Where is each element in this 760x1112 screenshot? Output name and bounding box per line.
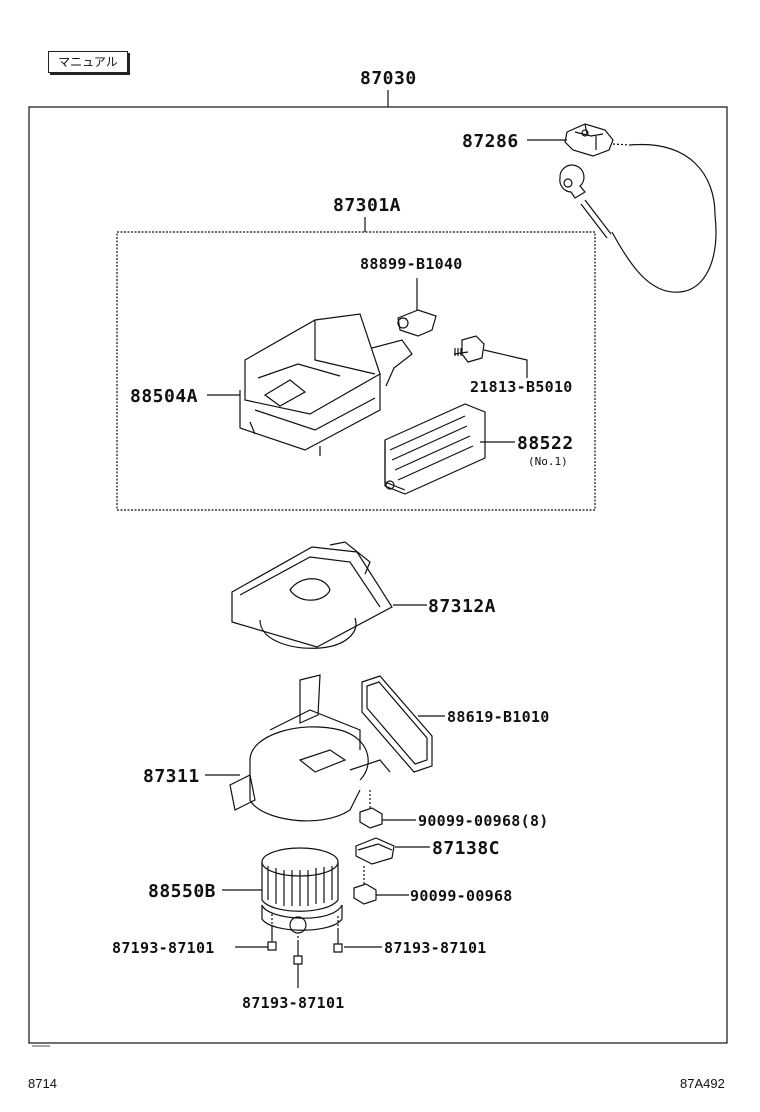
label-90099-00968-8: 90099-00968(8) [418,812,549,830]
footer-right-code: 87A492 [680,1076,725,1091]
bolt-left-drawing [235,912,277,951]
label-87193-87101-left: 87193-87101 [112,939,215,957]
seal-drawing [361,675,445,773]
screw-1-drawing [353,866,409,905]
label-90099-00968: 90099-00968 [410,887,513,905]
plate-drawing [397,278,437,337]
label-no1: (No.1) [528,455,568,468]
resistor-drawing [355,837,430,865]
label-88899-b1040: 88899-B1040 [360,255,463,273]
manual-badge: マニュアル [48,51,128,73]
subassembly-frame [116,231,596,511]
label-87030: 87030 [360,68,417,89]
damper-servo-drawing [527,123,717,293]
label-87301a: 87301A [333,195,402,216]
screw-8-drawing [359,790,416,829]
label-88504a: 88504A [130,386,199,407]
upper-case-drawing [231,541,427,649]
label-21813-b5010: 21813-B5010 [470,378,573,396]
label-87312a: 87312A [428,596,497,617]
label-88522: 88522 [517,433,574,454]
label-87193-87101-bottom: 87193-87101 [242,994,345,1012]
filter-drawing [384,403,515,495]
label-88619-b1010: 88619-B1010 [447,708,550,726]
label-87138c: 87138C [432,838,501,859]
blower-case-drawing [205,674,391,822]
assembly-frame [28,106,728,1044]
label-87286: 87286 [462,131,519,152]
case-lower-drawing [207,313,413,456]
label-87193-87101-right: 87193-87101 [384,939,487,957]
footer-left-code: 8714 [28,1076,57,1091]
bolt-bottom-drawing [293,934,303,988]
bolt-right-drawing [333,915,382,953]
label-87311: 87311 [143,766,200,787]
label-88550b: 88550B [148,881,217,902]
motor-drawing [222,847,343,934]
screw-drawing [453,335,528,378]
